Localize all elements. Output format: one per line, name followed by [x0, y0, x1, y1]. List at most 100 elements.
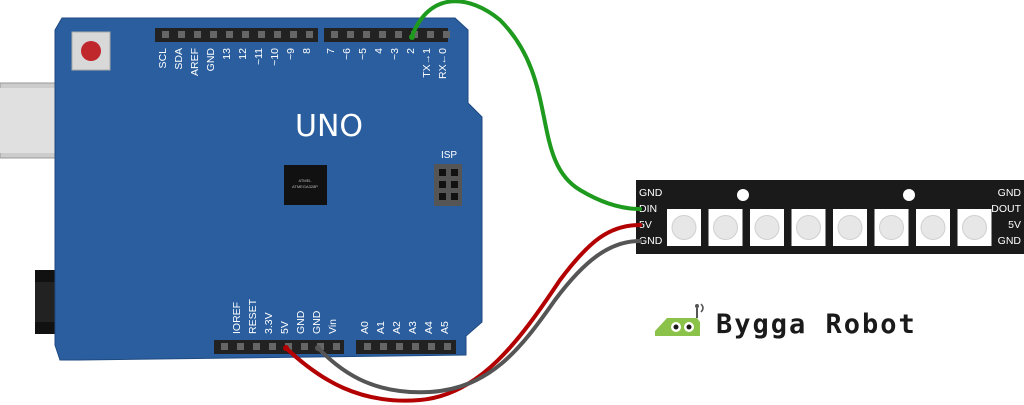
pin-label-7: 7 [325, 48, 337, 54]
pin-label-vin: Vin [327, 319, 339, 334]
header-pin [444, 343, 451, 350]
reset-button [71, 31, 111, 71]
led-lens [754, 215, 780, 240]
pin-label-8: 8 [301, 48, 313, 54]
strip-left-label-5v: 5V [639, 219, 652, 231]
pin-label-3: ~3 [389, 48, 401, 60]
pin-label-a2: A2 [391, 321, 403, 334]
mounting-hole-left [737, 189, 749, 201]
strip-left-label-gnd-2: GND [639, 235, 663, 247]
header-pin [333, 343, 340, 350]
brand-name: Bygga Robot [716, 309, 917, 340]
microcontroller-chip: ATMEL ATMEGA328P [284, 165, 327, 205]
pin-label-rx0: RX←0 [437, 48, 449, 79]
pin-label-a5: A5 [439, 321, 451, 334]
header-pin [347, 31, 354, 38]
isp-label: ISP [441, 150, 457, 161]
signal-wire [410, 0, 642, 211]
strip-right-label-gnd-2: GND [998, 235, 1022, 247]
header-pin [274, 31, 281, 38]
led-lens [796, 215, 821, 240]
header-pin [162, 31, 169, 38]
pin-label-11: ~11 [253, 48, 265, 65]
led-group [667, 209, 992, 246]
pin-label-12: 12 [237, 48, 249, 60]
header-pin [364, 343, 371, 350]
led-strip: GND DIN 5V GND GND DOUT 5V GND [636, 180, 1024, 254]
pin-label-tx1: TX→1 [421, 48, 433, 78]
chip-brand: ATMEL [298, 178, 312, 183]
top-header-left [155, 28, 318, 42]
pin-label-gnd-2: GND [311, 310, 323, 334]
pin-label-2: 2 [405, 48, 417, 54]
arduino-board [54, 17, 483, 361]
header-pin [363, 31, 370, 38]
robot-icon [655, 303, 704, 336]
pin-label-6: ~6 [341, 48, 353, 60]
pin-label-sda: SDA [173, 48, 185, 70]
ground-wire [316, 239, 642, 395]
brand-logo: Bygga Robot [655, 303, 917, 340]
led-lens [671, 215, 697, 240]
header-pin [269, 343, 276, 350]
header-pin [210, 31, 217, 38]
ground-wire-end [315, 345, 321, 351]
header-pin [226, 31, 233, 38]
board-name: UNO [295, 109, 363, 144]
led-lens [837, 215, 863, 240]
strip-right-label-5v: 5V [1008, 219, 1021, 231]
pin-label-3v3: 3.3V [263, 312, 275, 334]
mounting-hole-right [903, 189, 915, 201]
pin-label-13: 13 [221, 48, 233, 60]
header-pin [301, 343, 308, 350]
header-pin [258, 31, 265, 38]
pin-label-reset: RESET [247, 298, 259, 334]
power-wire-end [283, 345, 289, 351]
header-pin [306, 31, 313, 38]
strip-right-label-gnd-1: GND [998, 187, 1022, 199]
pin-label-10: ~10 [269, 48, 281, 66]
pin-label-4: 4 [373, 48, 385, 54]
pin-label-gnd-1: GND [295, 310, 307, 334]
pin-label-5v: 5V [279, 321, 291, 334]
pin-label-a3: A3 [407, 321, 419, 334]
led-lens [879, 215, 904, 240]
power-wire [284, 223, 642, 403]
bottom-pin-labels: IOREF RESET 3.3V 5V GND GND Vin A0 A1 A2… [231, 298, 451, 334]
header-pin [443, 31, 450, 38]
header-pin [253, 343, 260, 350]
header-pin [379, 31, 386, 38]
header-pin [412, 343, 419, 350]
pin-label-ioref: IOREF [231, 302, 243, 334]
header-pin [331, 31, 338, 38]
header-pin [194, 31, 201, 38]
header-pin [242, 31, 249, 38]
top-pin-labels: SCL SDA AREF GND 13 12 ~11 ~10 ~9 8 7 ~6… [157, 48, 449, 79]
pin-label-5: ~5 [357, 48, 369, 60]
header-pin [221, 343, 228, 350]
header-pin [380, 343, 387, 350]
strip-left-label-din: DIN [639, 203, 657, 215]
signal-wire-end [409, 34, 415, 40]
led-lens [920, 215, 946, 240]
pin-label-scl: SCL [157, 48, 169, 69]
pin-label-gnd-top: GND [205, 48, 217, 72]
header-pin [428, 343, 435, 350]
pin-label-a0: A0 [359, 321, 371, 334]
header-pin [395, 31, 402, 38]
top-header-right [324, 28, 450, 42]
led-lens [713, 215, 738, 240]
header-pin [290, 31, 297, 38]
pin-label-a4: A4 [423, 321, 435, 334]
strip-right-label-dout: DOUT [991, 203, 1021, 215]
header-pin [178, 31, 185, 38]
bottom-header-right [356, 340, 456, 354]
led-lens [962, 215, 987, 240]
strip-left-label-gnd-1: GND [639, 187, 663, 199]
header-pin [427, 31, 434, 38]
header-pin [396, 343, 403, 350]
chip-model: ATMEGA328P [292, 184, 318, 189]
isp-header: ISP [434, 150, 462, 206]
pin-label-aref: AREF [189, 48, 201, 76]
